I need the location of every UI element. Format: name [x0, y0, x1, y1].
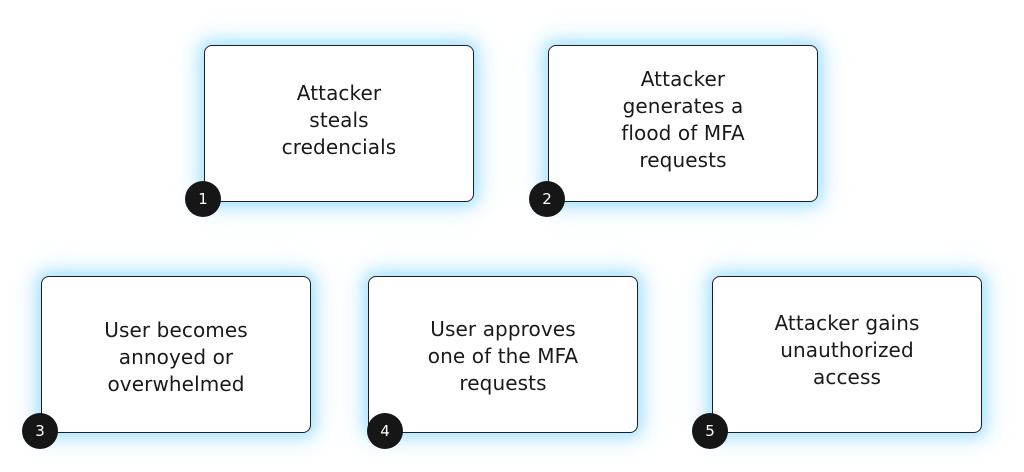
step-1-text: Attacker steals credencials — [281, 81, 397, 159]
step-4-number-badge: 4 — [367, 413, 403, 449]
step-3-number-badge: 3 — [22, 413, 58, 449]
step-2-text: Attacker generates a flood of MFA reques… — [621, 66, 745, 172]
step-5-box: Attacker gains unauthorized access — [712, 276, 982, 433]
step-5-number-badge: 5 — [692, 413, 728, 449]
step-1-box: Attacker steals credencials — [204, 45, 474, 202]
step-3-box: User becomes annoyed or overwhelmed — [41, 276, 311, 433]
step-1-number-badge: 1 — [185, 181, 221, 217]
step-4-box: User approves one of the MFA requests — [368, 276, 638, 433]
step-4-text: User approves one of the MFA requests — [427, 317, 579, 395]
step-5-text: Attacker gains unauthorized access — [774, 311, 920, 389]
step-2-number-badge: 2 — [529, 181, 565, 217]
step-2-box: Attacker generates a flood of MFA reques… — [548, 45, 818, 202]
step-3-text: User becomes annoyed or overwhelmed — [104, 318, 248, 396]
